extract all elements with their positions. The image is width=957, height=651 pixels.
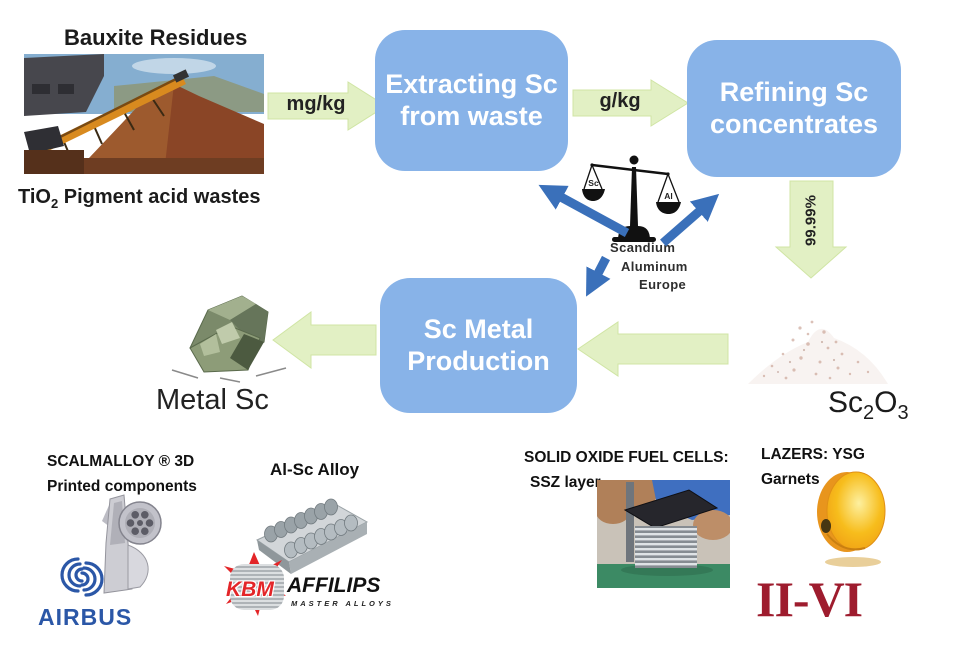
org-name-line1: Scandium <box>610 240 676 255</box>
scalmalloy-label: SCALMALLOY ® 3D Printed components <box>47 453 197 495</box>
purity-label: 99.99% <box>802 195 820 246</box>
garnet-disc-photo <box>817 471 886 567</box>
fuel-cell-photo <box>597 480 730 588</box>
extracting-sc-box: Extracting Sc from waste <box>375 30 568 171</box>
metal-sc-label: Metal Sc <box>156 384 269 416</box>
mgkg-label: mg/kg <box>286 93 346 115</box>
lasers-label: LAZERS: YSG Garnets <box>761 446 865 488</box>
org-name-line2: Aluminum <box>621 259 688 274</box>
refining-sc-box: Refining Sc concentrates <box>687 40 901 177</box>
extracting-line2: from waste <box>400 100 543 131</box>
scale-right-pan-label: Al <box>664 191 673 201</box>
balance-scale-icon: Sc Al <box>582 155 681 242</box>
production-line2: Production <box>407 345 550 376</box>
oxide-to-production-arrow <box>577 321 729 377</box>
gkg-label: g/kg <box>599 90 641 112</box>
kbm-logo-text: KBM <box>226 578 274 601</box>
alloy-ingot-photo <box>255 498 369 574</box>
production-line1: Sc Metal <box>423 313 534 344</box>
org-name-line3: Europe <box>639 277 687 292</box>
scale-left-pan-label: Sc <box>588 178 599 188</box>
master-alloys-text: MASTER ALLOYS <box>291 599 394 608</box>
sc2o3-powder-photo <box>748 320 888 384</box>
production-to-metal-arrow <box>272 311 377 369</box>
airbus-swirl-icon <box>60 557 104 597</box>
tio2-caption: TiO2 Pigment acid wastes <box>18 186 261 211</box>
bauxite-residues-title: Bauxite Residues <box>64 25 248 50</box>
airbus-logo-text: AIRBUS <box>38 604 133 630</box>
gkg-arrow <box>572 79 689 127</box>
printed-component-photo <box>102 494 162 594</box>
ii-vi-logo-text: II-VI <box>756 571 863 627</box>
mgkg-arrow <box>267 81 387 131</box>
purity-down-arrow <box>774 180 848 279</box>
refining-line2: concentrates <box>709 108 879 139</box>
metal-sc-photo <box>171 295 287 383</box>
bauxite-residues-photo <box>24 54 264 174</box>
extracting-line1: Extracting Sc <box>385 68 558 99</box>
refining-line1: Refining Sc <box>719 76 869 107</box>
sc2o3-label: Sc2O3 <box>828 386 909 424</box>
alsc-alloy-label: Al-Sc Alloy <box>270 460 360 479</box>
affilips-logo-text: AFFILIPS <box>287 574 381 597</box>
sc-metal-production-box: Sc Metal Production <box>380 278 577 413</box>
kbm-logo-mark <box>224 552 286 616</box>
sofc-label: SOLID OXIDE FUEL CELLS: SSZ layer <box>524 449 729 491</box>
